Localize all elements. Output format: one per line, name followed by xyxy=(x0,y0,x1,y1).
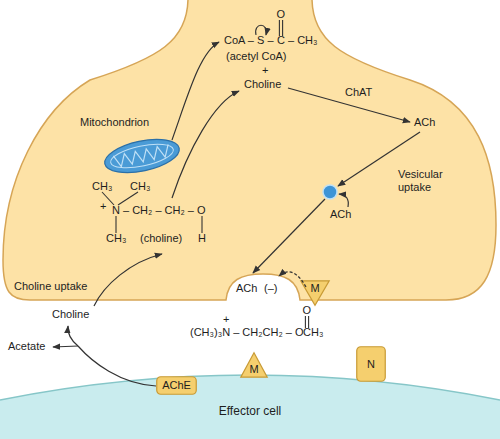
autoreceptor: M xyxy=(300,280,330,306)
label-text: ACh xyxy=(414,116,435,129)
nerve-terminal xyxy=(3,0,496,300)
electron-arrow xyxy=(256,25,267,35)
formula-text: – CH₃ xyxy=(288,34,318,47)
label-text: Choline xyxy=(244,78,281,91)
arrow xyxy=(78,346,156,386)
formula-text: H xyxy=(198,232,206,245)
node-label: AChE xyxy=(162,379,191,392)
arrow xyxy=(339,194,348,207)
formula-text: O xyxy=(277,8,286,21)
formula-text: N – CH₂ – CH₂ – O xyxy=(112,204,206,217)
arrow xyxy=(53,346,78,347)
formula-text: CoA – S – xyxy=(224,34,274,47)
formula-text: CH₃ xyxy=(303,326,323,339)
node-label: Mitochondrion xyxy=(80,116,149,129)
label-text: ACh xyxy=(330,208,351,221)
node-label: M xyxy=(249,363,258,376)
arrow xyxy=(279,272,306,287)
node-label: N xyxy=(367,358,375,371)
formula-text: + xyxy=(223,313,229,326)
formula-text: CH₃ xyxy=(130,180,150,193)
label-text: ACh xyxy=(236,282,257,295)
bond xyxy=(118,192,138,205)
bond xyxy=(115,216,116,233)
label-text: Choline uptake xyxy=(14,280,87,293)
formula-text: + xyxy=(262,64,268,77)
bond xyxy=(282,20,283,36)
effector-cell: Effector cell AChE M N xyxy=(0,360,500,439)
label-text: (–) xyxy=(264,282,277,295)
arrow xyxy=(253,199,325,273)
arrow xyxy=(172,42,219,140)
formula-text: CH₃ xyxy=(106,232,126,245)
label-text: Vesicular uptake xyxy=(398,168,456,193)
formula-text: O xyxy=(303,304,312,317)
formula-text: + xyxy=(100,200,106,213)
label-text: Acetate xyxy=(8,340,45,353)
formula-text: (CH₃)₃N – CH₂CH₂ – O xyxy=(190,326,303,339)
node-label: M xyxy=(310,282,319,295)
nicotinic-receptor: N xyxy=(356,346,386,382)
label-text: ChAT xyxy=(345,86,372,99)
vesicle xyxy=(323,185,337,199)
chemical-bonds xyxy=(102,20,309,328)
arrow xyxy=(68,326,78,346)
bond xyxy=(201,216,202,233)
bond xyxy=(279,20,280,36)
formula-text: CH₃ xyxy=(92,180,112,193)
enzyme-box: AChE xyxy=(156,376,197,395)
formula-text: C xyxy=(277,34,285,47)
muscarinic-receptor: M xyxy=(240,352,268,378)
arrow xyxy=(172,91,239,198)
label-text: (choline) xyxy=(140,232,182,245)
node-label: Effector cell xyxy=(219,405,281,419)
arrow xyxy=(94,254,162,306)
label-text: (acetyl CoA) xyxy=(226,50,287,63)
mitochondrion: Mitochondrion xyxy=(80,116,184,178)
label-text: Choline xyxy=(52,308,89,321)
